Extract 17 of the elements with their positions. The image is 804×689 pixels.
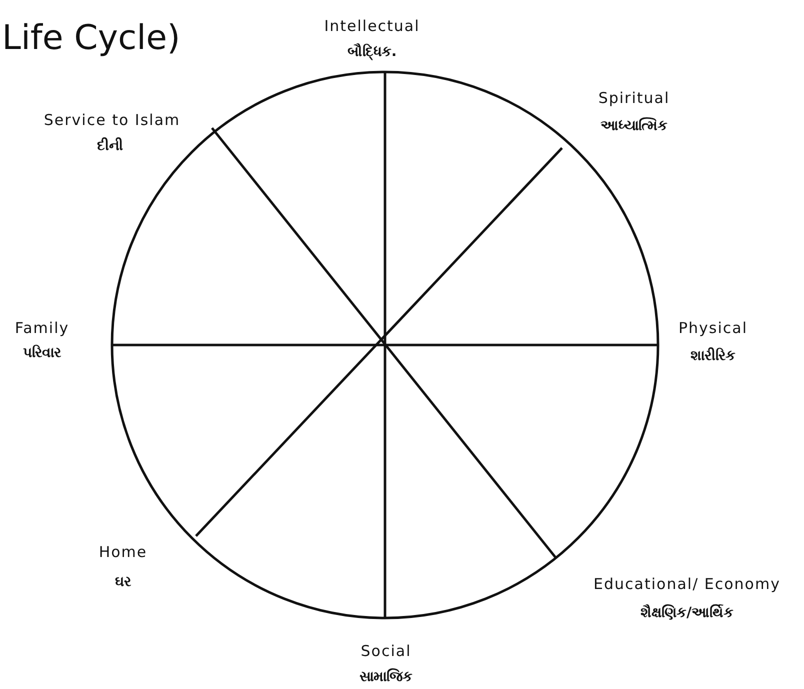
segment-label: Spiritual: [598, 89, 670, 107]
segment-label: Educational/ Economy: [594, 575, 780, 593]
segment-label: Home: [98, 543, 148, 561]
segment-label-gujarati: શારીરિક: [690, 348, 736, 364]
title: Life Cycle): [2, 18, 180, 58]
segment-label-gujarati: આધ્યાત્મિક: [600, 118, 668, 134]
segment-label-gujarati: શૈક્ષણિક/આર્થિક: [640, 605, 734, 621]
segment-label: Family: [14, 319, 70, 337]
segment-label: Service to Islam: [44, 111, 180, 129]
segment-label-gujarati: બૌદ્ધિક.: [347, 44, 397, 60]
segment-label: Intellectual: [324, 17, 420, 35]
segment-label: Physical: [678, 319, 748, 337]
segment-label-gujarati: ઘર: [115, 574, 131, 590]
segment-label-gujarati: સામાજિક: [360, 669, 412, 685]
segment-label: Social: [360, 642, 412, 660]
segment-label-gujarati: દીની: [97, 138, 123, 154]
segment-label-gujarati: પરિવાર: [23, 345, 61, 361]
